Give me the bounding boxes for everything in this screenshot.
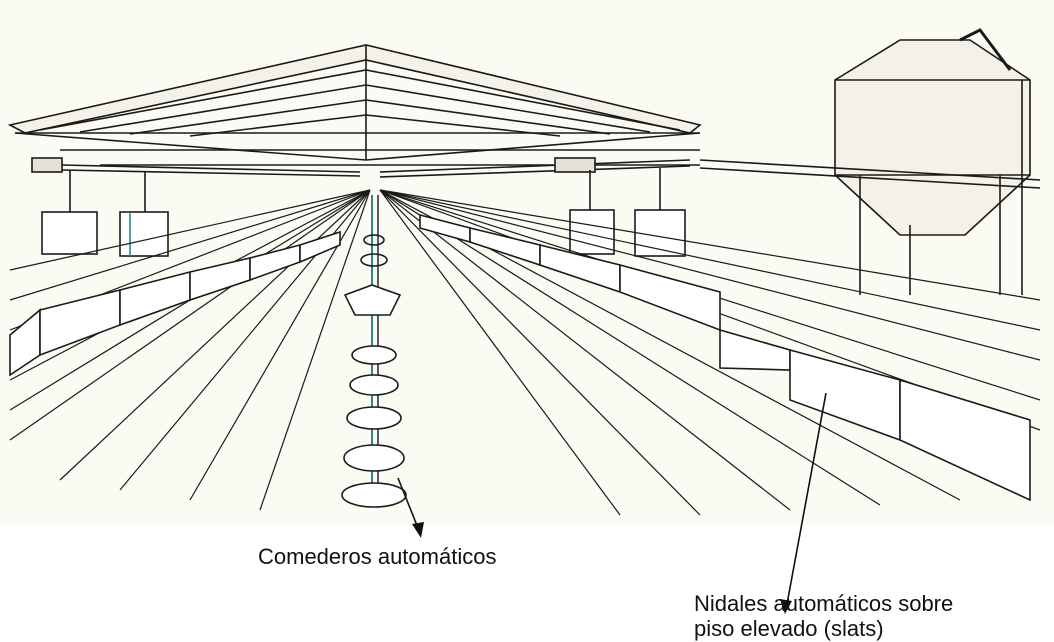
left-nest-boxes	[9, 230, 341, 377]
feeders-arrow	[397, 477, 424, 538]
nests-caption-line-2: piso elevado (slats)	[694, 616, 884, 641]
central-feeder-line	[341, 195, 407, 508]
nests-arrow	[780, 392, 827, 614]
nests-caption-line-1: Nidales automáticos sobre	[694, 591, 954, 616]
feeders-caption: Comederos automáticos	[258, 544, 497, 569]
feed-silo	[699, 28, 1041, 295]
roof-truss	[7, 44, 702, 166]
left-feed-hoppers	[31, 157, 361, 257]
right-nest-boxes	[419, 213, 1031, 502]
right-feed-hoppers	[379, 157, 691, 257]
